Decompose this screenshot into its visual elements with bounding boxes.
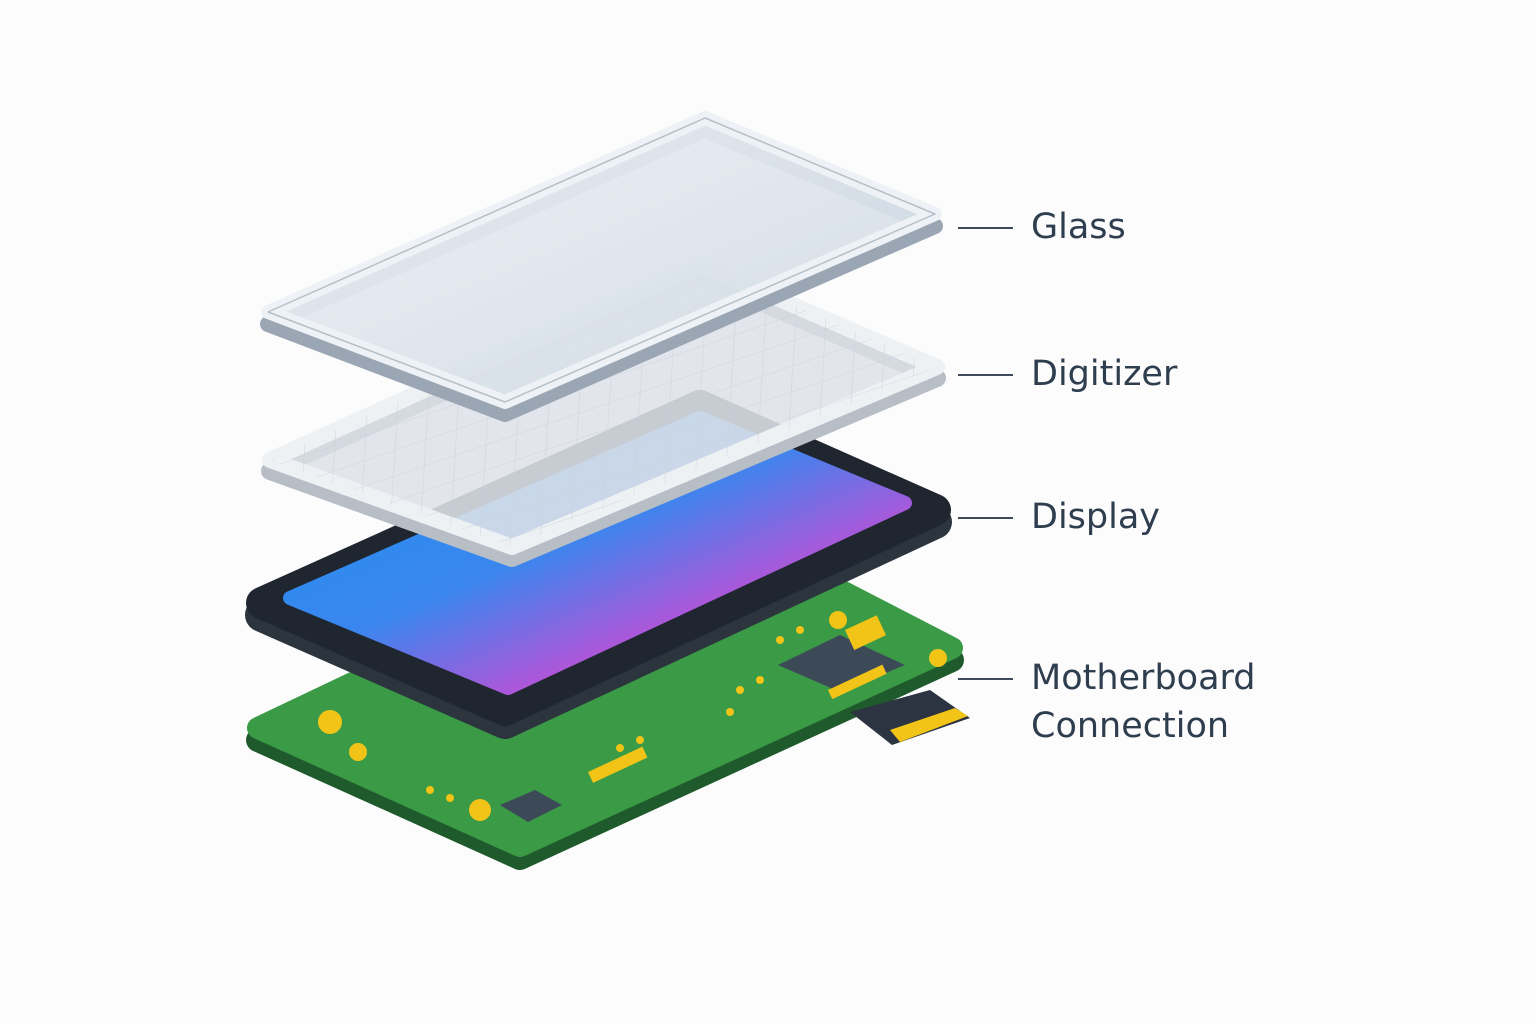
digitizer-label: Digitizer [1031, 354, 1178, 394]
motherboard-leader-line [958, 678, 1013, 680]
glass-leader-line [958, 227, 1013, 229]
display-label: Display [1031, 497, 1161, 537]
solder-pads [318, 611, 947, 821]
digitizer-leader-line [958, 374, 1013, 376]
flex-connector [850, 690, 970, 745]
digitizer-layer [261, 257, 946, 567]
display-leader-line [958, 517, 1013, 519]
motherboard-label-line1: Motherboard [1031, 658, 1256, 698]
motherboard-label-line2: Connection [1031, 706, 1230, 746]
glass-label: Glass [1031, 207, 1126, 247]
glass-layer [260, 111, 943, 422]
